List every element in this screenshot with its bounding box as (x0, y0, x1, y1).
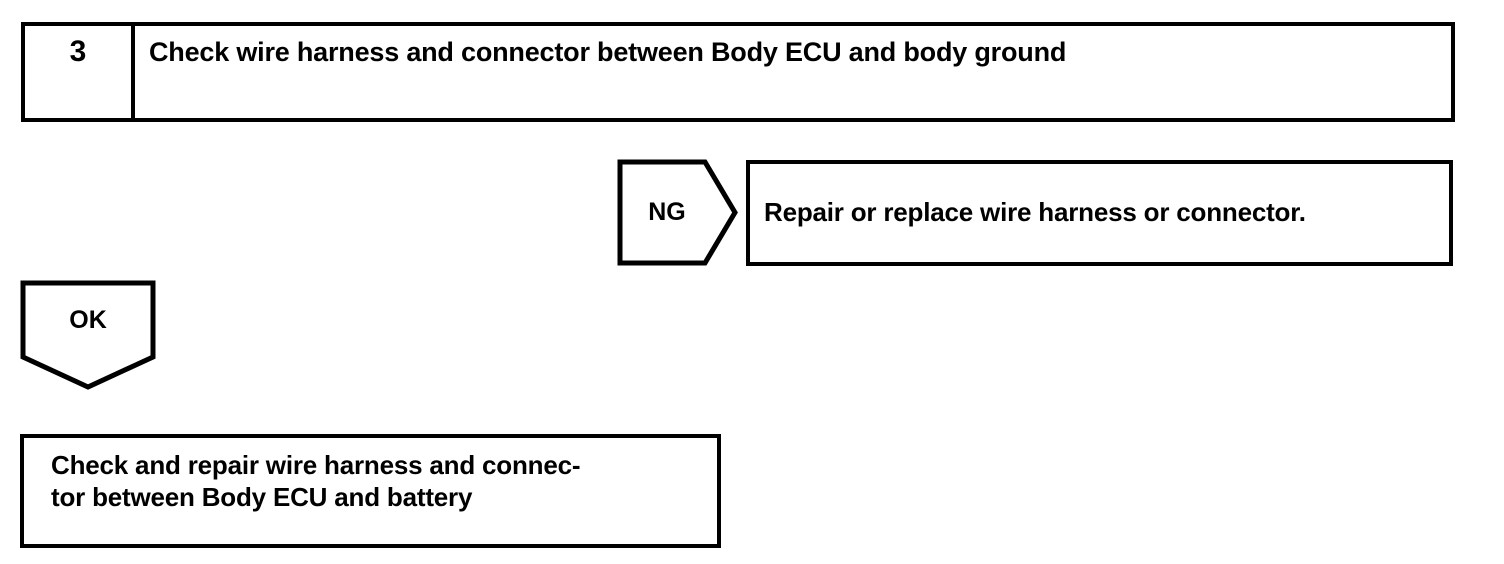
step-number-cell: 3 (25, 26, 135, 118)
step-title: Check wire harness and connector between… (149, 37, 1067, 67)
step-header-row: 3 Check wire harness and connector betwe… (21, 22, 1455, 122)
step-title-cell: Check wire harness and connector between… (135, 26, 1451, 118)
branch-ok-label: OK (69, 305, 107, 334)
ok-result-box: Check and repair wire harness and connec… (20, 434, 721, 548)
pentagon-right-icon (617, 159, 738, 266)
ng-result-box: Repair or replace wire harness or connec… (746, 160, 1453, 266)
ng-result-text: Repair or replace wire harness or connec… (764, 196, 1306, 227)
ok-result-text: Check and repair wire harness and connec… (51, 450, 581, 512)
step-number: 3 (69, 35, 87, 68)
pentagon-down-icon (20, 280, 156, 390)
branch-ng-arrow: NG (617, 159, 738, 266)
branch-ok-arrow: OK (20, 280, 156, 390)
branch-ng-label: NG (648, 198, 686, 226)
